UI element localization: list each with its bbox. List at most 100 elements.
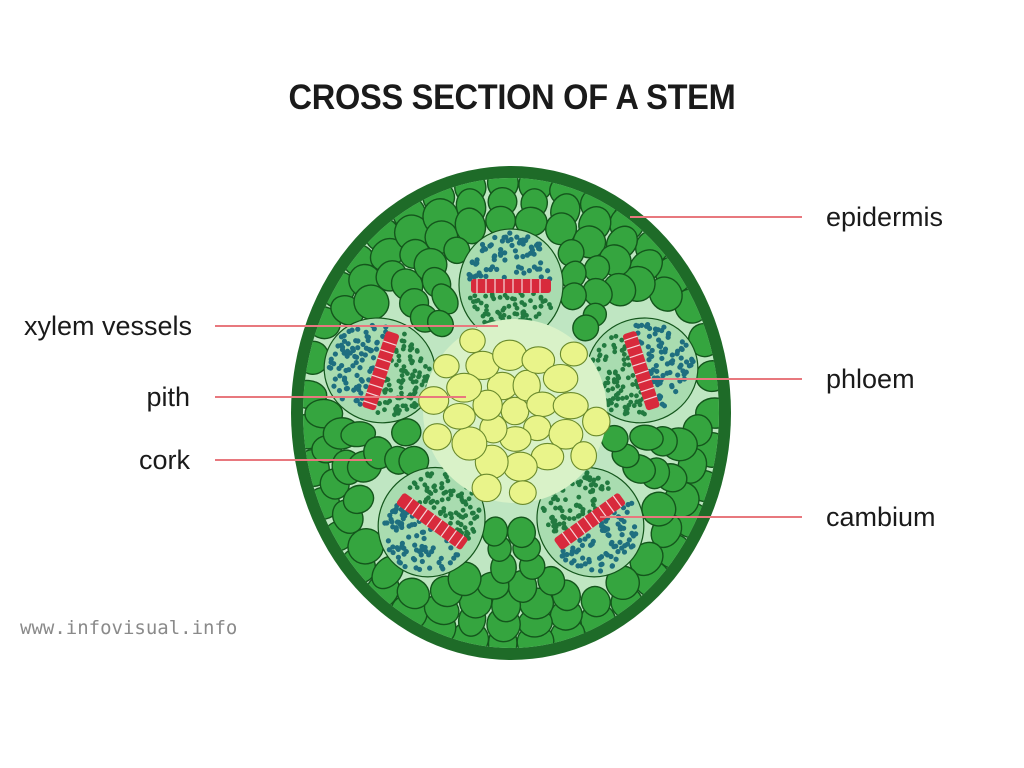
phloem-cell (661, 324, 667, 330)
xylem-cell (456, 512, 462, 518)
xylem-cell (472, 515, 477, 521)
phloem-cell (512, 248, 518, 254)
phloem-cell (390, 549, 396, 556)
phloem-cell (650, 367, 656, 373)
xylem-cell (520, 314, 526, 320)
phloem-cell (384, 520, 390, 526)
pith-cell (459, 328, 486, 354)
phloem-cell (596, 555, 603, 561)
phloem-cell (509, 242, 515, 248)
xylem-cell (622, 361, 628, 367)
xylem-cell (588, 482, 594, 488)
label-cork: cork (139, 445, 191, 475)
xylem-cell (428, 500, 434, 505)
xylem-cell (571, 516, 577, 521)
phloem-cell (659, 355, 665, 362)
phloem-cell (665, 334, 671, 340)
xylem-cell (489, 316, 494, 322)
pith-cell (521, 346, 556, 374)
xylem-cell (620, 395, 625, 401)
xylem-cell (553, 505, 558, 511)
phloem-cell (481, 245, 487, 251)
xylem-cell (538, 303, 544, 309)
xylem-cell (399, 338, 405, 344)
cambium-band (471, 279, 551, 293)
phloem-cell (370, 355, 377, 361)
pith-cells (418, 319, 611, 505)
phloem-cell (374, 339, 380, 345)
cortex-cell (648, 276, 683, 312)
phloem-cell (389, 508, 396, 515)
cambium-divider (643, 395, 658, 402)
cambium-divider (640, 386, 655, 393)
label-epidermis: epidermis (826, 202, 943, 232)
phloem-cell (603, 550, 609, 557)
xylem-cell (448, 520, 453, 526)
xylem-cell (460, 507, 466, 513)
phloem-cell (629, 500, 635, 506)
phloem-cell (353, 398, 359, 404)
xylem-cell (464, 529, 469, 535)
xylem-cell (642, 411, 647, 417)
xylem-cell (414, 485, 420, 490)
xylem-cell (610, 386, 616, 392)
xylem-cell (576, 494, 582, 500)
phloem-cell (412, 542, 418, 548)
xylem-cell (484, 307, 489, 313)
xylem-cell (489, 292, 495, 297)
cortex-cell (572, 314, 600, 342)
xylem-cell (637, 402, 643, 408)
phloem-cell (478, 273, 484, 279)
phloem-cell (613, 556, 619, 562)
xylem-cell (512, 311, 518, 317)
xylem-cell (484, 303, 489, 309)
pith-cell (432, 354, 460, 379)
xylem-cell (610, 396, 616, 401)
pith-cell (542, 363, 579, 394)
vascular-bundle (585, 317, 699, 424)
xylem-cell (605, 486, 611, 491)
phloem-cell (353, 359, 359, 366)
xylem-cell (383, 387, 389, 392)
xylem-cell (447, 511, 453, 517)
phloem-cell (582, 561, 588, 567)
xylem-cell (399, 373, 405, 378)
phloem-cell (328, 359, 334, 365)
phloem-cell (611, 544, 617, 550)
xylem-cell (590, 487, 596, 493)
phloem-cell (649, 347, 655, 354)
xylem-cell (553, 528, 559, 534)
phloem-cell (589, 541, 595, 547)
phloem-cell (410, 555, 417, 562)
phloem-cell (582, 536, 588, 542)
xylem-cell (375, 410, 381, 415)
xylem-cell (443, 489, 449, 495)
cambium-divider (598, 505, 608, 519)
xylem-cell (402, 331, 407, 337)
xylem-cell (433, 488, 438, 494)
xylem-cell (426, 366, 432, 372)
phloem-cell (345, 341, 351, 347)
cortex-cell (629, 424, 664, 451)
phloem-cell (394, 545, 400, 551)
xylem-cell (398, 385, 404, 390)
phloem-cell (414, 533, 420, 539)
cortex-cell (426, 309, 455, 338)
xylem-cell (392, 412, 397, 418)
xylem-cell (396, 378, 402, 384)
xylem-cell (611, 342, 617, 348)
phloem-cell (355, 326, 361, 332)
xylem-cell (401, 364, 407, 370)
phloem-cell (523, 237, 529, 243)
pith-cell (418, 386, 450, 415)
xylem-cell (615, 375, 621, 381)
phloem-cell (653, 378, 659, 385)
xylem-cell (411, 391, 417, 397)
phloem-cell (633, 531, 639, 537)
phloem-cell (560, 548, 566, 554)
phloem-cell (669, 352, 675, 358)
phloem-cell (537, 266, 543, 272)
label-xylem-vessels: xylem vessels (24, 311, 192, 341)
xylem-cell (423, 497, 429, 502)
xylem-cell (608, 407, 614, 413)
